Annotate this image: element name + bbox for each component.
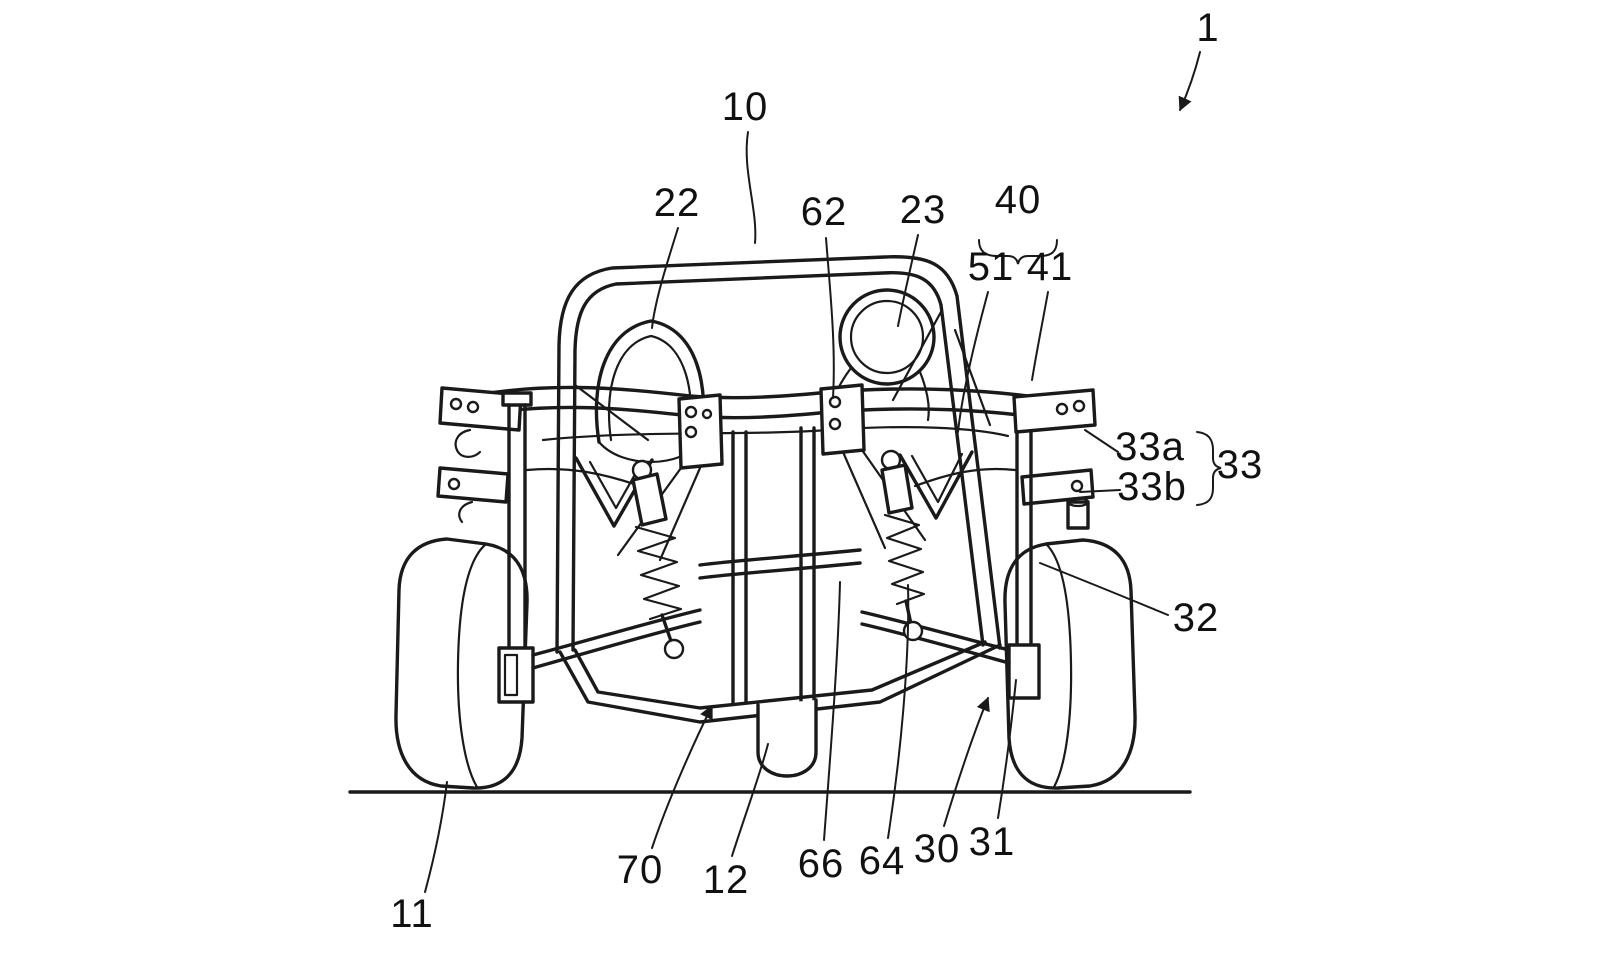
ref-label-31: 31 — [968, 820, 1016, 864]
leader-lines — [424, 51, 1222, 893]
center-pendulum — [756, 698, 818, 778]
suspension-arms — [525, 450, 1017, 670]
brace-40 — [978, 239, 1058, 265]
left-bracket-cluster — [436, 386, 523, 524]
right-wheel — [1003, 538, 1137, 790]
ref-label-64: 64 — [858, 839, 906, 883]
ref-label-41: 41 — [1026, 245, 1074, 289]
brace-33 — [1196, 431, 1222, 506]
right-shock-absorber — [880, 449, 926, 642]
ref-label-33a: 33a — [1115, 425, 1185, 469]
left-upright — [497, 391, 535, 704]
ref-label-32: 32 — [1172, 596, 1220, 640]
ref-label-12: 12 — [702, 858, 750, 902]
cross-bumper-tube — [450, 385, 1084, 442]
central-chassis — [558, 383, 1002, 724]
roll-cage — [555, 255, 1002, 654]
ref-label-1: 1 — [1196, 6, 1220, 50]
ref-label-62: 62 — [800, 190, 848, 234]
ref-label-10: 10 — [721, 85, 769, 129]
ref-label-66: 66 — [797, 842, 845, 886]
ref-label-40: 40 — [994, 178, 1042, 222]
ref-label-33b: 33b — [1117, 465, 1187, 509]
ref-label-22: 22 — [653, 181, 701, 225]
ref-label-11: 11 — [390, 892, 434, 936]
right-bracket-cluster — [1012, 388, 1097, 530]
ref-label-70: 70 — [616, 848, 664, 892]
ref-label-33: 33 — [1216, 443, 1264, 487]
left-shock-absorber — [631, 459, 685, 660]
ref-label-30: 30 — [913, 827, 961, 871]
ref-label-51: 51 — [967, 245, 1015, 289]
ref-label-23: 23 — [899, 188, 947, 232]
